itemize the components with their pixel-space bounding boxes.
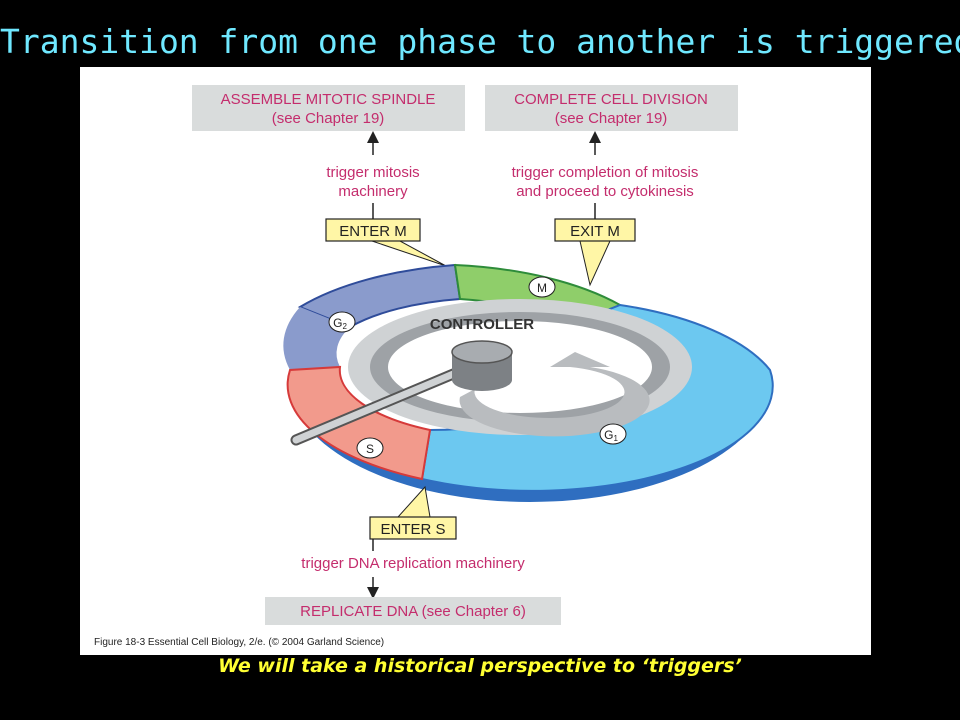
cell-cycle-figure: ASSEMBLE MITOTIC SPINDLE (see Chapter 19… xyxy=(80,67,871,655)
cell-cycle-diagram: ASSEMBLE MITOTIC SPINDLE (see Chapter 19… xyxy=(94,85,774,648)
enter-s-label: ENTER S xyxy=(380,521,445,538)
trigger-completion-line2: and proceed to cytokinesis xyxy=(516,183,694,200)
phase-g1-label-group: G1 xyxy=(599,423,627,445)
svg-text:G1: G1 xyxy=(604,428,618,443)
figure-credit: Figure 18-3 Essential Cell Biology, 2/e.… xyxy=(94,637,384,648)
phase-s-segment xyxy=(286,365,432,481)
trigger-dna-label: trigger DNA replication machinery xyxy=(301,555,525,572)
complete-division-ref: (see Chapter 19) xyxy=(555,110,668,127)
phase-g2-subscript: 2 xyxy=(342,322,347,331)
assemble-spindle-box: ASSEMBLE MITOTIC SPINDLE (see Chapter 19… xyxy=(192,85,465,131)
phase-s-label: S xyxy=(366,442,374,456)
phase-g2-label-group: G2 xyxy=(328,311,356,333)
slide-title: Transition from one phase to another is … xyxy=(0,22,960,61)
trigger-mitosis-line1: trigger mitosis xyxy=(326,164,419,181)
svg-text:G2: G2 xyxy=(333,316,347,331)
trigger-completion-line1: trigger completion of mitosis xyxy=(512,164,699,181)
phase-g2-label: G xyxy=(333,316,342,330)
phase-m-label: M xyxy=(537,281,547,295)
exit-m-checkpoint: EXIT M xyxy=(554,218,636,287)
controller xyxy=(290,340,513,446)
replicate-dna-label: REPLICATE DNA (see Chapter 6) xyxy=(300,603,526,620)
phase-g1-subscript: 1 xyxy=(613,434,618,443)
rotation-arrow xyxy=(459,352,650,437)
controller-label: CONTROLLER xyxy=(430,316,534,333)
phase-g1-label: G xyxy=(604,428,613,442)
cell-cycle-ring xyxy=(283,263,774,502)
phase-m-label-group: M xyxy=(528,276,556,298)
slide-caption: We will take a historical perspective to… xyxy=(218,655,742,677)
replicate-dna-box: REPLICATE DNA (see Chapter 6) xyxy=(265,597,561,625)
enter-s-checkpoint: ENTER S xyxy=(369,485,457,540)
complete-division-title: COMPLETE CELL DIVISION xyxy=(514,91,708,108)
enter-m-checkpoint: ENTER M xyxy=(325,218,447,267)
assemble-spindle-title: ASSEMBLE MITOTIC SPINDLE xyxy=(221,91,436,108)
complete-division-box: COMPLETE CELL DIVISION (see Chapter 19) xyxy=(485,85,738,131)
trigger-mitosis-line2: machinery xyxy=(338,183,408,200)
enter-m-label: ENTER M xyxy=(339,223,407,240)
assemble-spindle-ref: (see Chapter 19) xyxy=(272,110,385,127)
phase-s-label-group: S xyxy=(356,437,384,459)
exit-m-label: EXIT M xyxy=(570,223,620,240)
